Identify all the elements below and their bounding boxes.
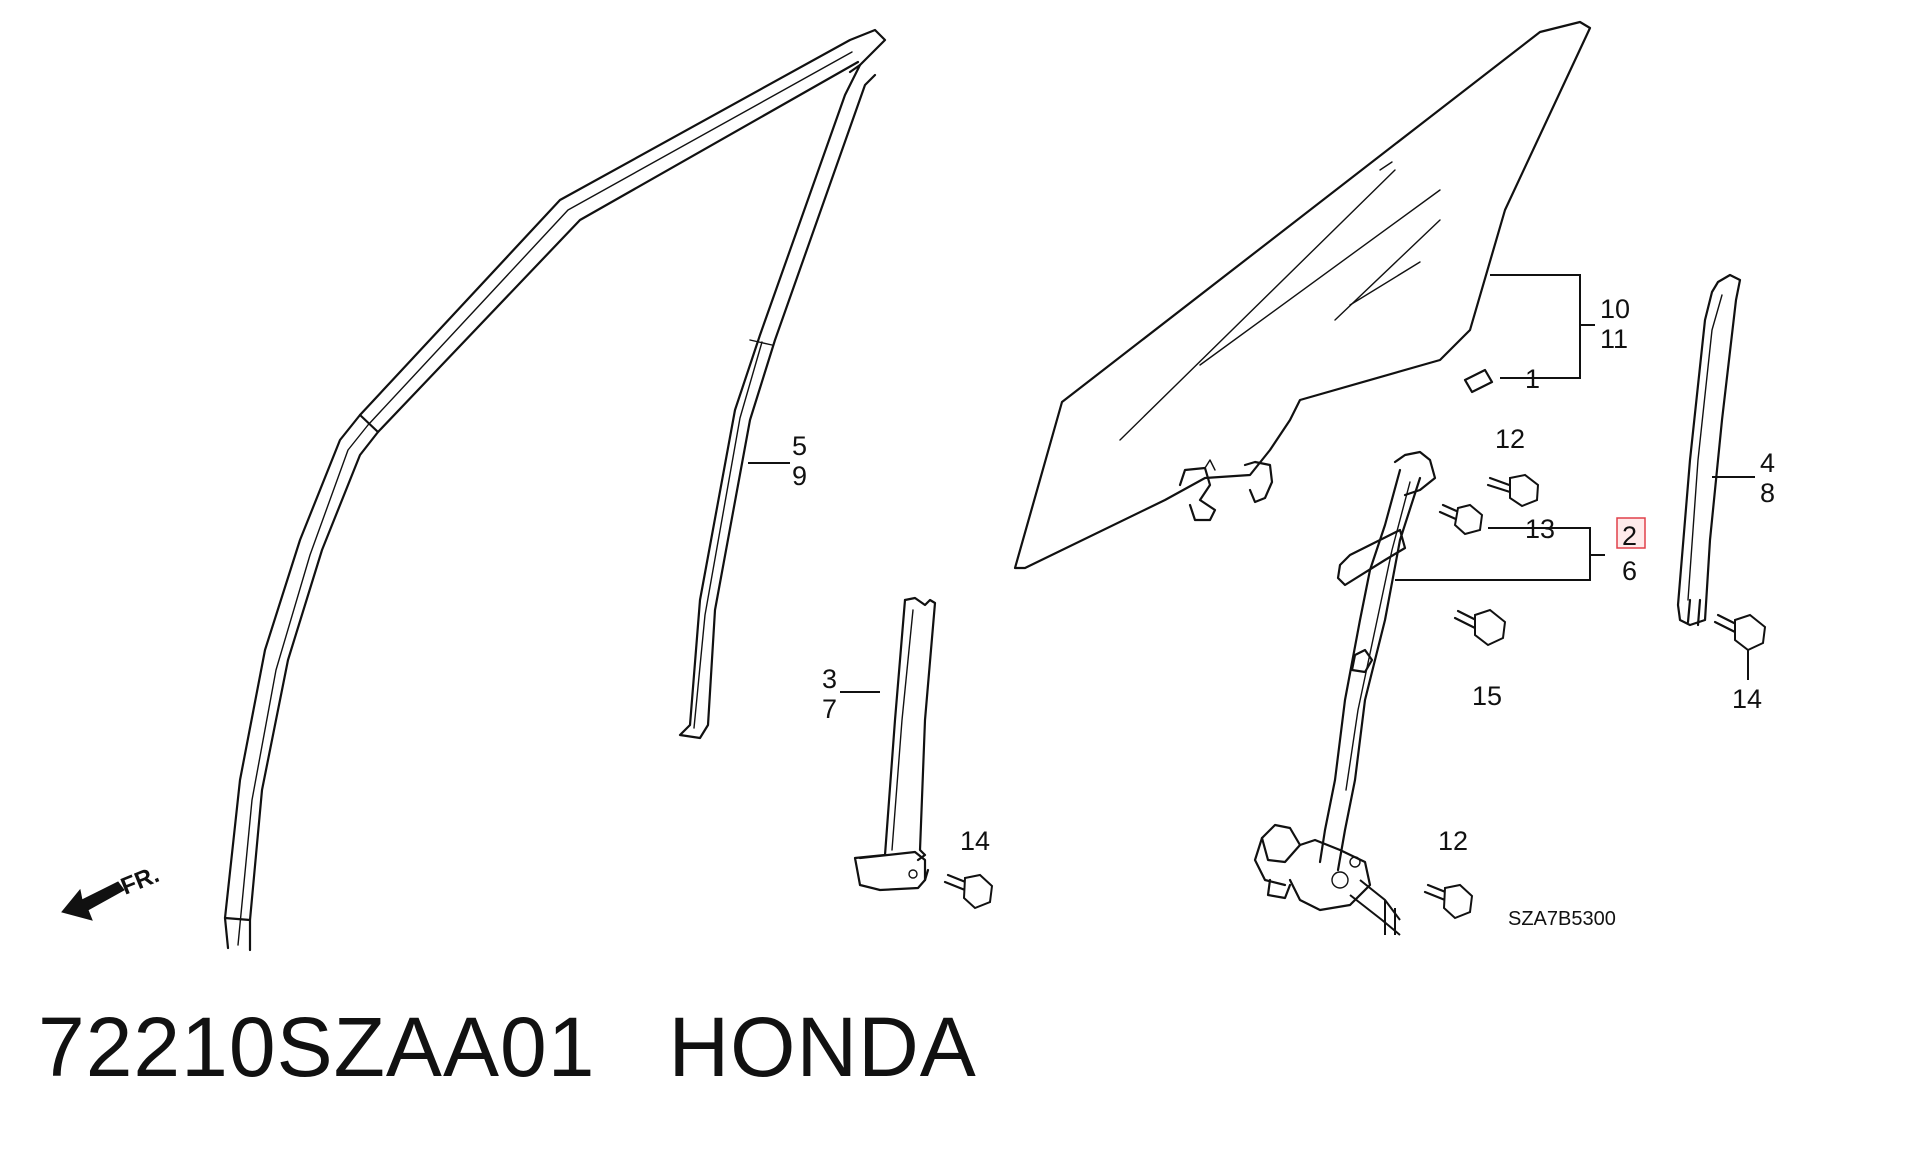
callout-9: 9 [792,461,807,491]
callout-10: 10 [1600,294,1630,324]
callout-2: 2 [1622,521,1637,551]
callout-11: 11 [1600,324,1628,354]
callout-6: 6 [1622,556,1637,586]
callout-3: 3 [822,664,837,694]
highlight-box-2 [1616,517,1646,549]
callout-13: 13 [1525,514,1555,544]
bolt-12-top [1486,473,1540,508]
callout-8: 8 [1760,478,1775,508]
diagram-code: SZA7B5300 [1508,908,1616,930]
rear-run-channel [1676,273,1742,627]
callout-1: 1 [1525,364,1540,394]
bolt-15 [1453,608,1507,647]
callout-4: 4 [1760,448,1775,478]
leader-lines [748,274,1755,693]
part-number: 72210SZAA01 [38,1000,596,1094]
bolt-13 [1438,503,1484,536]
front-lower-sash [853,596,937,892]
bolt-14-lower [943,873,994,910]
part-caption: 72210SZAA01 HONDA [38,1005,977,1089]
front-direction-arrow-icon: FR. [61,861,163,921]
svg-text:FR.: FR. [117,861,163,901]
callout-7: 7 [822,694,837,724]
callout-14-lower: 14 [960,826,990,856]
callout-12-top: 12 [1495,424,1525,454]
door-run-channel [223,28,887,952]
door-glass [1013,20,1592,570]
callout-5: 5 [792,431,807,461]
bolt-14-right [1713,613,1767,652]
callout-14-right: 14 [1732,684,1762,714]
bolt-12-lower [1423,883,1474,920]
window-regulator [1253,450,1437,936]
callout-15: 15 [1472,681,1502,711]
brand-name: HONDA [668,1000,977,1094]
callout-12-lower: 12 [1438,826,1468,856]
